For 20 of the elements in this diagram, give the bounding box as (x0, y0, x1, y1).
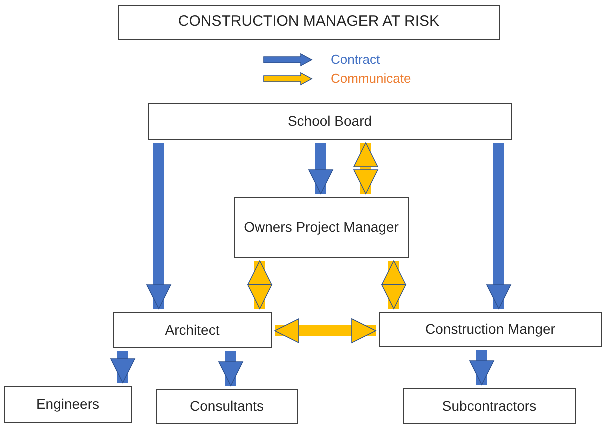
block-arrow (146, 143, 172, 310)
block-arrow (248, 260, 272, 310)
block-arrow (308, 143, 334, 194)
title-box: CONSTRUCTION MANAGER AT RISK (118, 5, 500, 40)
block-arrow (274, 318, 376, 344)
role-box: School Board (148, 103, 512, 140)
block-arrow (470, 350, 494, 386)
block-arrow (382, 260, 406, 310)
block-arrow (354, 142, 378, 194)
role-box: Engineers (4, 386, 132, 423)
legend-label: Contract (331, 51, 380, 69)
role-box: Owners Project Manager (234, 197, 409, 258)
role-box: Architect (113, 312, 272, 348)
role-box: Construction Manger (379, 312, 602, 347)
block-arrow (218, 351, 244, 386)
role-box: Subcontractors (403, 388, 576, 424)
block-arrow (486, 143, 512, 310)
block-arrow (110, 351, 136, 384)
legend-label: Communicate (331, 70, 412, 88)
role-box: Consultants (156, 389, 298, 424)
